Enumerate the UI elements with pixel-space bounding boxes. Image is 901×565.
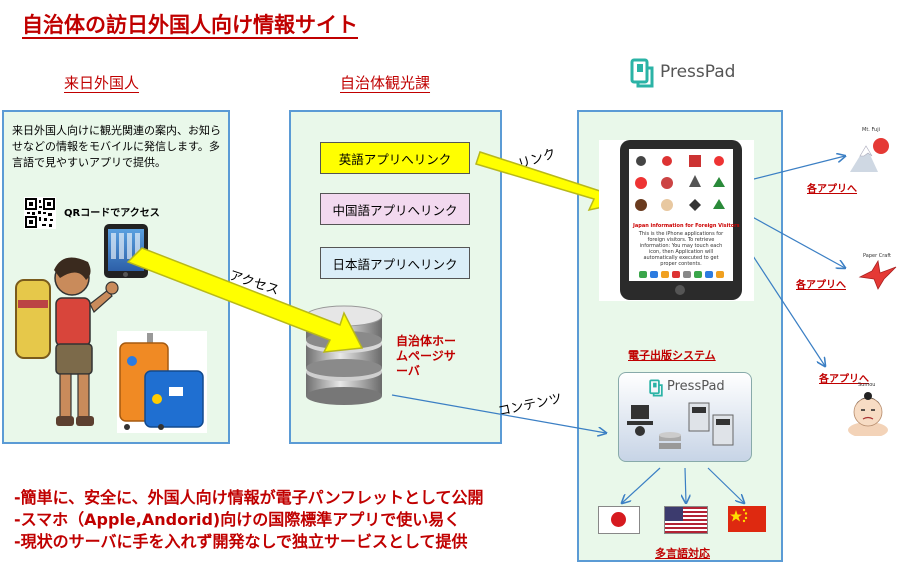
multilingual-label: 多言語対応 (655, 547, 710, 560)
app-arrow-fuji (741, 156, 845, 183)
app-arrow-papercraft (735, 207, 845, 268)
tablet-home-button (675, 285, 685, 295)
benefit-bullet-1: -簡単に、安全に、外国人向け情報が電子パンフレットとして公開 (14, 488, 484, 507)
server-label: 自治体ホームページサーバ (396, 334, 457, 378)
traveler-illustration (8, 240, 128, 440)
english-app-link-button[interactable]: 英語アプリへリンク (320, 142, 470, 174)
presspad-logo-icon (630, 58, 654, 88)
japanese-app-link-button[interactable]: 日本語アプリへリンク (320, 247, 470, 279)
qr-code-icon (25, 198, 55, 228)
flag-arrow-china (707, 467, 744, 503)
paper-crane-app-icon (858, 257, 898, 291)
mt-fuji-app-icon (848, 132, 894, 176)
traveler-icon (15, 257, 119, 426)
tablet-dock (631, 271, 731, 279)
presspad-logo-text: PressPad (660, 62, 736, 82)
tablet-screen-heading: Japan information for Foreign Visitors (633, 223, 740, 229)
suitcase-icon (119, 333, 204, 430)
china-flag-icon (728, 506, 766, 532)
app-caption-papercraft: Paper Craft (863, 253, 891, 259)
japan-flag-icon (598, 506, 640, 534)
benefit-bullet-2: -スマホ（Apple,Andorid)向けの国際標準アプリで使い易く (14, 510, 461, 529)
publishing-equipment-icon (627, 402, 734, 449)
publishing-system-box: PressPad (618, 372, 752, 462)
app-link-papercraft[interactable]: 各アプリへ (796, 280, 846, 291)
contents-arrow (391, 394, 606, 433)
visitor-description: 来日外国人向けに観光関連の案内、お知らせなどの情報をモバイルに発信します。多言語… (12, 124, 221, 169)
flag-arrow-japan (622, 467, 661, 503)
link-arrow (475, 151, 619, 212)
app-caption-sumou: Sumou (858, 382, 876, 388)
page-title: 自治体の訪日外国人向け情報サイト (22, 13, 358, 37)
ipad-home-button (123, 272, 128, 277)
tablet-screen-body: This is the iPhone applications for fore… (638, 231, 724, 267)
access-arrow (126, 247, 364, 353)
publishing-logo-text: PressPad (667, 379, 725, 394)
publishing-system-label: 電子出版システム (628, 349, 716, 362)
usa-flag-icon (664, 506, 708, 534)
visitors-header: 来日外国人 (64, 74, 140, 92)
benefit-bullets: -簡単に、安全に、外国人向け情報が電子パンフレットとして公開 -スマホ（Appl… (14, 487, 484, 553)
app-link-fuji[interactable]: 各アプリへ (807, 184, 857, 195)
tourism-dept-header: 自治体観光課 (340, 74, 431, 92)
qr-code (24, 197, 56, 229)
publishing-logo-icon (649, 379, 663, 397)
app-caption-fuji: Mt. Fuji (862, 127, 881, 133)
tablet-app-icons (635, 155, 725, 211)
flag-arrow-usa (685, 467, 686, 503)
tablet-device: Japan information for Foreign Visitors T… (620, 140, 742, 300)
chinese-app-link-button[interactable]: 中国語アプリへリンク (320, 193, 470, 225)
suitcases-illustration (117, 331, 207, 433)
sumo-app-icon (846, 388, 890, 436)
app-link-sumou[interactable]: 各アプリへ (819, 374, 869, 385)
benefit-bullet-3: -現状のサーバに手を入れず開発なしで独立サービスとして提供 (14, 532, 468, 551)
presspad-logo: PressPad (630, 58, 750, 90)
tablet-screen: Japan information for Foreign Visitors T… (629, 149, 740, 281)
qr-label: QRコードでアクセス (64, 208, 160, 219)
